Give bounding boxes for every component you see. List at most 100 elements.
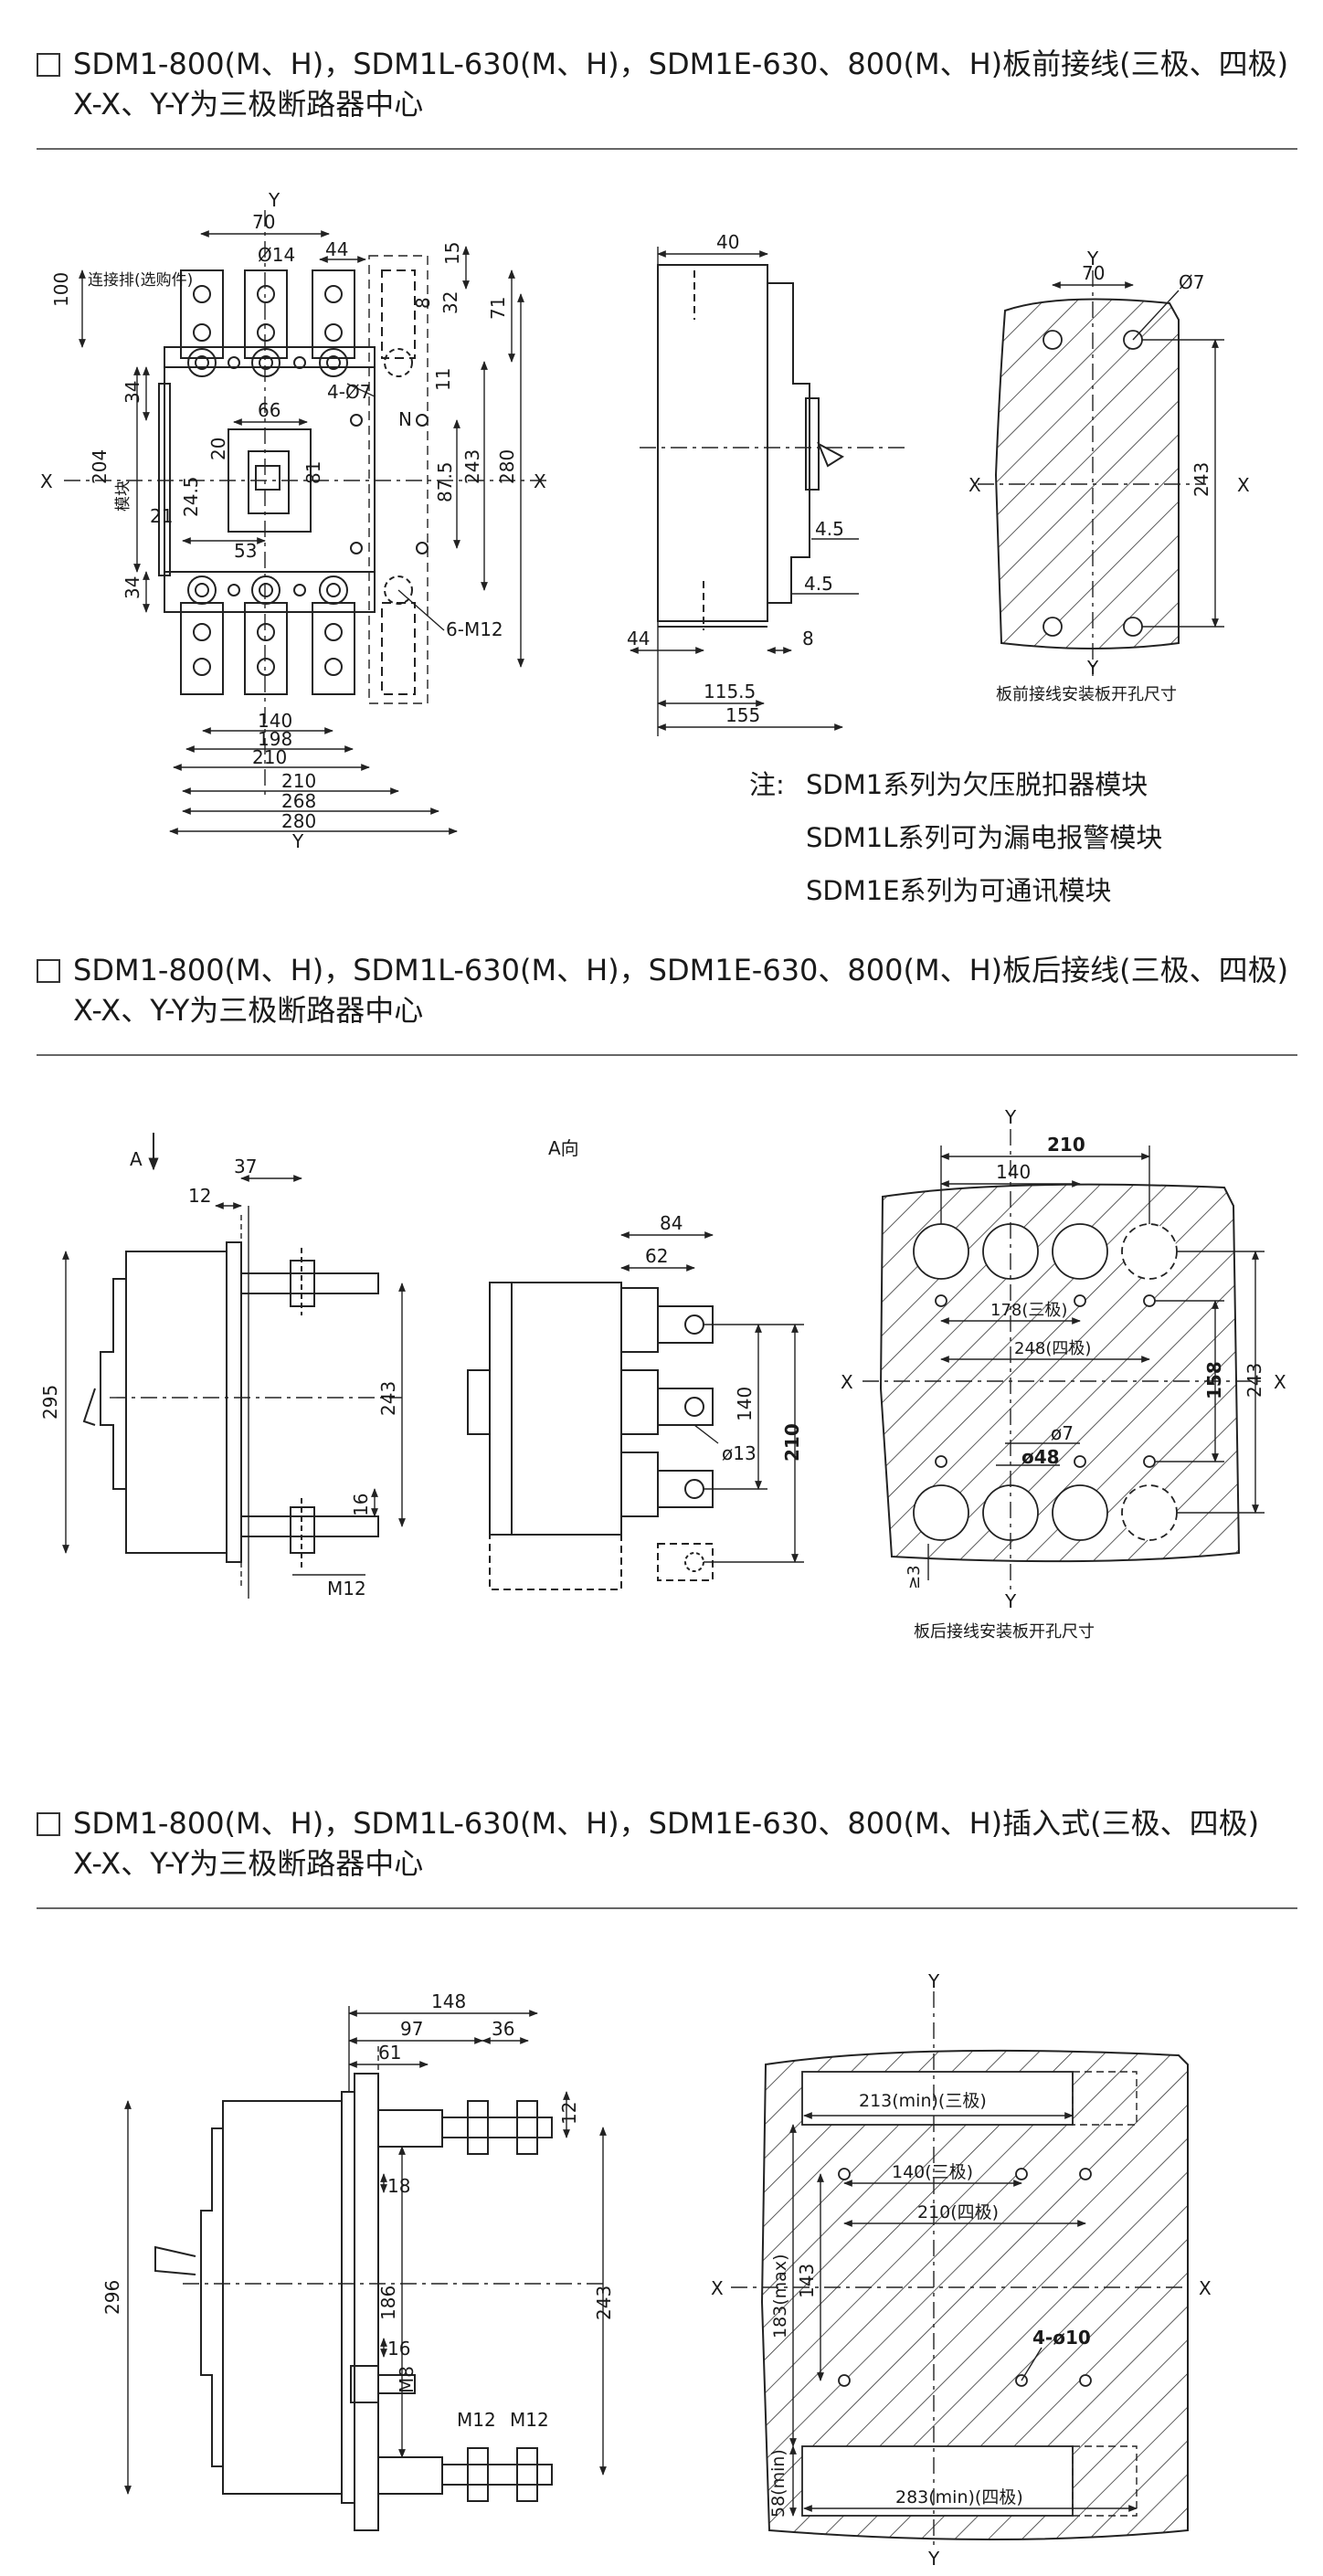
- front-dim-243: 243: [461, 449, 483, 484]
- checkbox-icon: [37, 1812, 60, 1836]
- front-dim-d14: Ø14: [258, 244, 295, 266]
- front-dim-4d7: 4-Ø7: [327, 381, 371, 403]
- rcut-dim-243: 243: [1244, 1363, 1265, 1398]
- pcut-dim-143: 143: [796, 2264, 818, 2298]
- section-1-divider: [37, 148, 1297, 150]
- note-1: SDM1系列为欠压脱扣器模块: [806, 769, 1148, 800]
- front-dim-70: 70: [252, 211, 275, 233]
- section-3-heading: SDM1-800(M、H)，SDM1L-630(M、H)，SDM1E-630、8…: [73, 1806, 1260, 1841]
- side-dim-40: 40: [716, 231, 739, 253]
- front-dim-21: 21: [150, 505, 173, 527]
- front-axis-x-right: X: [534, 470, 546, 492]
- front-dim-15: 15: [441, 242, 463, 265]
- rear-dim-295: 295: [39, 1385, 61, 1420]
- rcut-axis-x-right: X: [1274, 1371, 1286, 1393]
- section-2-title: SDM1-800(M、H)，SDM1L-630(M、H)，SDM1E-630、8…: [37, 950, 1297, 1030]
- pcut-dim-283: 283(min)(四极): [895, 2487, 1023, 2507]
- front-dim-100: 100: [50, 272, 72, 307]
- plug-dim-296: 296: [101, 2280, 123, 2315]
- side-dim-155: 155: [725, 704, 760, 726]
- pcut-dim-4d10: 4-ø10: [1032, 2327, 1091, 2349]
- front-dim-280h: 280: [281, 810, 316, 832]
- rearview-dim-62: 62: [645, 1245, 668, 1267]
- rear-dim-16: 16: [350, 1494, 372, 1516]
- pcut-dim-183: 183(max): [770, 2254, 790, 2339]
- checkbox-icon: [37, 53, 60, 77]
- pcut-axis-y-top: Y: [927, 1970, 940, 1992]
- fcut-axis-x-left: X: [968, 474, 981, 496]
- front-dim-66: 66: [258, 399, 280, 421]
- front-dim-210a: 210: [252, 746, 287, 768]
- rcut-dim-d7: ø7: [1051, 1422, 1074, 1444]
- front-wiring-side-view: [640, 264, 905, 630]
- plug-dim-18: 18: [387, 2175, 410, 2197]
- front-dim-210b: 210: [281, 770, 316, 792]
- fcut-caption: 板前接线安装板开孔尺寸: [996, 685, 1177, 704]
- rear-label-a: A: [130, 1148, 143, 1170]
- pcut-dim-213: 213(min)(三极): [859, 2091, 987, 2111]
- rcut-dim-158: 158: [1203, 1361, 1225, 1399]
- front-dim-245: 24.5: [180, 476, 202, 517]
- section-1-subtitle: X-X、Y-Y为三极断路器中心: [73, 87, 424, 121]
- notes: 注: SDM1系列为欠压脱扣器模块 SDM1L系列可为漏电报警模块 SDM1E系列…: [749, 758, 1162, 917]
- rcut-axis-y-top: Y: [1004, 1106, 1017, 1128]
- rcut-dim-d48: ø48: [1021, 1446, 1060, 1468]
- front-dim-20: 20: [207, 438, 229, 460]
- fcut-axis-y-top: Y: [1086, 248, 1099, 269]
- front-dim-8: 8: [412, 297, 434, 309]
- fcut-dim-d7: Ø7: [1179, 271, 1204, 293]
- pcut-axis-x-left: X: [711, 2277, 724, 2299]
- front-dim-875: 87.5: [434, 461, 456, 502]
- rear-wiring-drawings: A 37 12 295 243 16 M12 A向 84 62 140 210: [39, 1106, 1286, 1642]
- plug-dim-m8: M8: [396, 2366, 418, 2393]
- rcut-dim-248: 248(四极): [1014, 1339, 1091, 1358]
- notes-lead: 注:: [749, 769, 785, 800]
- note-3: SDM1E系列为可通讯模块: [806, 875, 1112, 906]
- section-2-divider: [37, 1054, 1297, 1056]
- plug-dim-16: 16: [387, 2338, 410, 2360]
- front-dim-11: 11: [432, 368, 454, 391]
- plug-dim-m12b: M12: [510, 2409, 549, 2431]
- plug-dim-243: 243: [593, 2286, 615, 2320]
- front-dim-34a: 34: [122, 381, 143, 404]
- section-2-subtitle: X-X、Y-Y为三极断路器中心: [73, 993, 424, 1028]
- rearview-label: A向: [548, 1137, 579, 1159]
- note-2: SDM1L系列可为漏电报警模块: [806, 822, 1163, 853]
- front-dim-140: 140: [258, 710, 292, 732]
- front-dim-81: 81: [302, 461, 324, 484]
- side-dim-8: 8: [802, 628, 814, 649]
- side-dim-44: 44: [627, 628, 650, 649]
- plug-dim-186: 186: [377, 2286, 399, 2320]
- plug-dim-61: 61: [378, 2042, 401, 2064]
- rcut-axis-y-bottom: Y: [1004, 1590, 1017, 1612]
- rcut-dim-210: 210: [1047, 1134, 1085, 1156]
- rear-dim-37: 37: [234, 1156, 257, 1177]
- front-axis-y-bottom: Y: [291, 830, 304, 852]
- front-wiring-front-view: Y 70 Ø14 44 100 连接排(选购件) 15 32 8 71 4-Ø7…: [40, 189, 1250, 852]
- plug-dim-12: 12: [558, 2102, 580, 2125]
- side-dim-45b: 4.5: [804, 573, 833, 595]
- pcut-dim-58: 58(min): [768, 2449, 789, 2518]
- front-dim-280v: 280: [496, 449, 518, 484]
- rear-dim-12: 12: [188, 1185, 211, 1207]
- rcut-caption: 板后接线安装板开孔尺寸: [914, 1622, 1095, 1642]
- rearview-dim-d13: ø13: [722, 1442, 757, 1464]
- section-2-heading: SDM1-800(M、H)，SDM1L-630(M、H)，SDM1E-630、8…: [73, 953, 1289, 987]
- front-dim-198: 198: [258, 728, 292, 750]
- rear-cutout-plate: Y 210 140 178(三极) 248(四极) 158 243 X X ø7…: [841, 1106, 1286, 1642]
- rear-dim-243: 243: [377, 1381, 399, 1416]
- rear-dim-m12: M12: [327, 1578, 366, 1599]
- pcut-axis-x-right: X: [1199, 2277, 1212, 2299]
- fcut-dim-70: 70: [1082, 262, 1105, 284]
- rearview-dim-140: 140: [734, 1387, 756, 1421]
- fcut-dim-243: 243: [1191, 462, 1212, 497]
- front-dim-44: 44: [325, 238, 348, 260]
- rearview-dim-84: 84: [660, 1212, 683, 1234]
- side-dim-45a: 4.5: [815, 518, 844, 540]
- section-1-title: SDM1-800(M、H)，SDM1L-630(M、H)，SDM1E-630、8…: [37, 44, 1297, 124]
- front-dim-6m12: 6-M12: [446, 618, 503, 640]
- fcut-axis-x-right: X: [1237, 474, 1250, 496]
- rcut-dim-178: 178(三极): [990, 1301, 1067, 1320]
- front-dim-71: 71: [487, 297, 509, 320]
- front-dim-32: 32: [439, 291, 461, 314]
